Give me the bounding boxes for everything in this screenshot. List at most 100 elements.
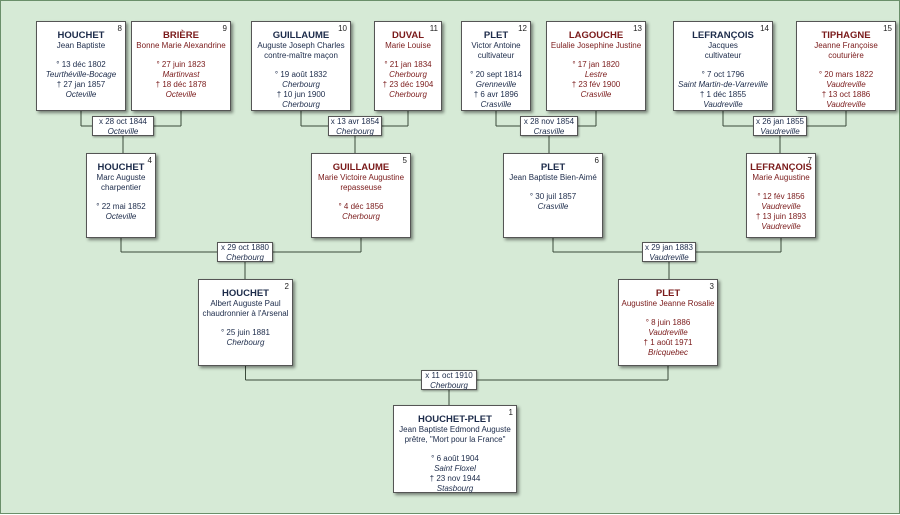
person-occupation: couturière xyxy=(828,51,864,60)
person-occupation: charpentier xyxy=(100,183,142,192)
person-surname: GUILLAUME xyxy=(332,162,390,173)
event-date: † 1 août 1971 xyxy=(643,338,693,347)
person-occupation: cultivateur xyxy=(704,51,742,60)
person-given-names: Jeanne Françoise xyxy=(814,41,878,50)
person-given-names: Marie Augustine xyxy=(752,173,810,182)
event-date: ° 20 mars 1822 xyxy=(818,70,874,79)
person-surname: GUILLAUME xyxy=(272,30,330,41)
marriage-place: Crasville xyxy=(533,127,565,136)
event-date: ° 30 juil 1857 xyxy=(529,192,577,201)
person-given-names: Jean Baptiste xyxy=(56,41,106,50)
event-place: Vaudreville xyxy=(761,222,801,231)
event-place: Cherbourg xyxy=(282,100,320,109)
event-date: † 23 déc 1904 xyxy=(382,80,434,89)
event-place: Lestre xyxy=(584,70,608,79)
marriage-place: Cherbourg xyxy=(336,127,374,136)
event-date: † 13 oct 1886 xyxy=(821,90,871,99)
person-given-names: Victor Antoine xyxy=(471,41,521,50)
marriage-date: x 29 jan 1883 xyxy=(644,243,694,252)
event-date: ° 8 juin 1886 xyxy=(645,318,691,327)
person-given-names: Auguste Joseph Charles xyxy=(257,41,345,50)
person-given-names: Eulalie Josephine Justine xyxy=(550,41,642,50)
event-place: Vaudreville xyxy=(826,100,866,109)
event-date: ° 12 fév 1856 xyxy=(757,192,805,201)
event-date: † 27 jan 1857 xyxy=(56,80,106,89)
marriage-place: Cherbourg xyxy=(430,381,468,390)
event-place: Cherbourg xyxy=(226,338,265,347)
event-date: ° 17 jan 1820 xyxy=(572,60,620,69)
event-date: † 13 juin 1893 xyxy=(755,212,807,221)
person-surname: PLET xyxy=(540,162,566,173)
event-date: † 23 fév 1900 xyxy=(571,80,621,89)
event-place: Stasbourg xyxy=(436,484,474,493)
person-given-names: Jean Baptiste Bien-Aimé xyxy=(509,173,597,182)
person-given-names: Marie Louise xyxy=(385,41,431,50)
person-occupation: repasseuse xyxy=(340,183,382,192)
person-occupation: prêtre, "Mort pour la France" xyxy=(404,435,506,444)
event-place: Cherbourg xyxy=(389,70,427,79)
event-place: Vaudreville xyxy=(826,80,866,89)
sosa-number: 4 xyxy=(147,156,152,165)
person-surname: HOUCHET xyxy=(97,162,145,173)
sosa-number: 14 xyxy=(760,24,769,33)
person-surname: HOUCHET xyxy=(222,288,269,299)
marriage-date: x 11 oct 1910 xyxy=(425,371,473,380)
person-surname: PLET xyxy=(483,30,509,41)
marriage-date: x 28 oct 1844 xyxy=(98,117,148,126)
event-date: † 23 nov 1944 xyxy=(429,474,481,483)
event-date: ° 13 déc 1802 xyxy=(56,60,106,69)
sosa-number: 5 xyxy=(402,156,407,165)
person-given-names: Albert Auguste Paul xyxy=(210,299,281,308)
person-given-names: Augustine Jeanne Rosalie xyxy=(621,299,715,308)
sosa-number: 3 xyxy=(709,282,714,291)
event-place: Saint Floxel xyxy=(434,464,476,473)
person-given-names: Bonne Marie Alexandrine xyxy=(136,41,226,50)
event-date: ° 4 déc 1856 xyxy=(338,202,384,211)
event-date: ° 6 août 1904 xyxy=(431,454,479,463)
event-date: ° 22 mai 1852 xyxy=(96,202,146,211)
person-given-names: Jacques xyxy=(708,41,738,50)
marriage-date: x 26 jan 1855 xyxy=(755,117,805,126)
event-place: Grenneville xyxy=(475,80,517,89)
sosa-number: 13 xyxy=(633,24,642,33)
sosa-number: 15 xyxy=(883,24,892,33)
event-place: Martinvast xyxy=(162,70,200,79)
event-place: Crasville xyxy=(480,100,512,109)
event-date: ° 19 août 1832 xyxy=(274,70,328,79)
marriage-place: Vaudreville xyxy=(649,253,689,262)
person-surname: LEFRANÇOIS xyxy=(692,30,754,41)
event-place: Vaudreville xyxy=(703,100,743,109)
event-date: † 18 déc 1878 xyxy=(155,80,207,89)
person-given-names: Jean Baptiste Edmond Auguste xyxy=(399,425,511,434)
event-place: Vaudreville xyxy=(761,202,801,211)
event-place: Octeville xyxy=(105,212,137,221)
person-given-names: Marc Auguste xyxy=(96,173,146,182)
person-surname: PLET xyxy=(655,288,681,299)
event-place: Teurthéville-Bocage xyxy=(45,70,117,79)
person-occupation: cultivateur xyxy=(477,51,515,60)
event-place: Cherbourg xyxy=(342,212,380,221)
person-surname: TIPHAGNE xyxy=(821,30,871,41)
